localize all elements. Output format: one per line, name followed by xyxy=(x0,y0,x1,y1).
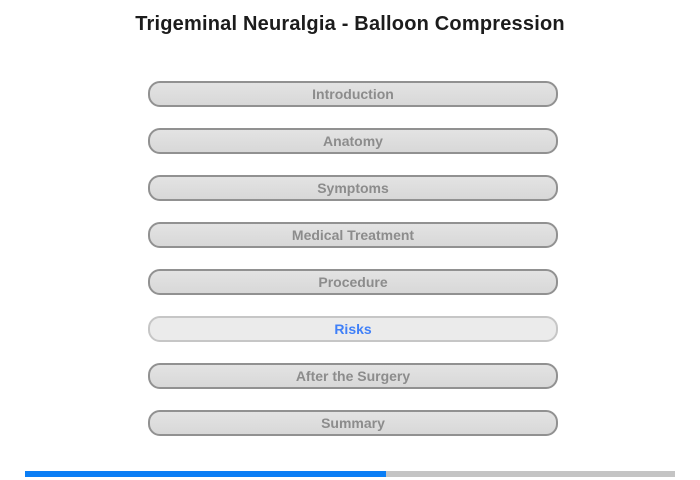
menu-item-risks[interactable]: Risks xyxy=(148,316,558,342)
page-title: Trigeminal Neuralgia - Balloon Compressi… xyxy=(135,13,565,35)
progress-bar-track xyxy=(25,471,675,477)
menu-item-introduction[interactable]: Introduction xyxy=(148,81,558,107)
menu-item-summary[interactable]: Summary xyxy=(148,410,558,436)
menu-item-label: Procedure xyxy=(318,274,388,290)
menu-item-label: Symptoms xyxy=(317,180,389,196)
menu-item-label: Risks xyxy=(334,321,372,337)
menu-item-label: After the Surgery xyxy=(295,368,411,384)
menu-item-medical-treatment[interactable]: Medical Treatment xyxy=(148,222,558,248)
menu-item-label: Summary xyxy=(321,415,385,431)
menu: Introduction Anatomy Symptoms Medical Tr… xyxy=(148,81,558,457)
menu-item-anatomy[interactable]: Anatomy xyxy=(148,128,558,154)
menu-item-procedure[interactable]: Procedure xyxy=(148,269,558,295)
menu-item-label: Introduction xyxy=(312,86,394,102)
menu-item-symptoms[interactable]: Symptoms xyxy=(148,175,558,201)
progress-bar-fill xyxy=(25,471,386,477)
menu-item-after-the-surgery[interactable]: After the Surgery xyxy=(148,363,558,389)
menu-item-label: Anatomy xyxy=(323,133,383,149)
menu-item-label: Medical Treatment xyxy=(291,227,415,243)
